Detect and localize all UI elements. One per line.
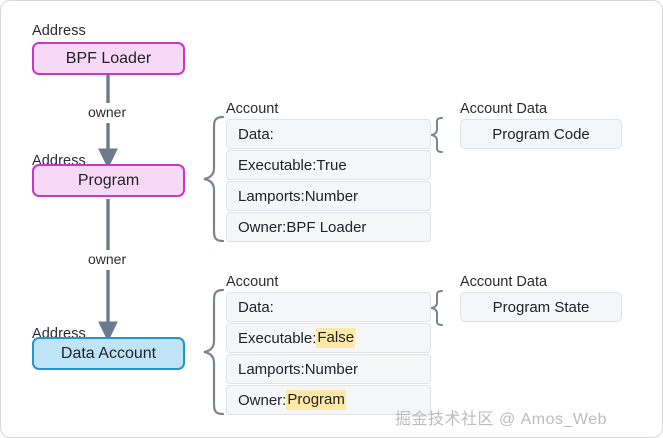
edge-label-owner-1: owner [84, 104, 131, 120]
address-label-bpf-loader: Address [32, 23, 86, 39]
row-key: Owner: [238, 218, 287, 236]
row-key: Lamports: [238, 360, 305, 378]
brace-account-1 [203, 115, 225, 243]
row-value: Number [304, 360, 359, 378]
brace-account-data-1 [428, 117, 443, 153]
account-data-label: Program Code [492, 125, 590, 143]
node-bpf-loader[interactable]: BPF Loader [32, 42, 185, 75]
row-key: Executable: [238, 329, 317, 347]
table-row[interactable]: Lamports: Number [226, 181, 431, 211]
table-row[interactable]: Owner:Program [226, 385, 431, 415]
brace-account-2 [203, 288, 225, 416]
node-program[interactable]: Program [32, 164, 185, 197]
table-row[interactable]: Executable: True [226, 150, 431, 180]
account-data-box-program-code[interactable]: Program Code [460, 119, 622, 149]
brace-account-data-2 [428, 290, 443, 326]
row-key: Owner: [238, 391, 287, 409]
account-data-group-label-2: Account Data [460, 274, 548, 290]
row-value: Number [304, 187, 359, 205]
node-bpf-loader-label: BPF Loader [65, 49, 152, 67]
edge-label-owner-2: owner [84, 251, 131, 267]
table-row[interactable]: Executable:False [226, 323, 431, 353]
row-key: Data: [238, 125, 274, 143]
row-key: Lamports: [238, 187, 305, 205]
account-data-box-program-state[interactable]: Program State [460, 292, 622, 322]
row-key: Executable: [238, 156, 317, 174]
table-row[interactable]: Data: [226, 292, 431, 322]
node-program-label: Program [77, 171, 140, 189]
account-group-label-2: Account [226, 274, 279, 290]
account-group-label-1: Account [226, 101, 279, 117]
node-data-account[interactable]: Data Account [32, 337, 185, 370]
node-data-account-label: Data Account [60, 344, 157, 362]
row-value: False [316, 328, 356, 348]
row-value: True [316, 156, 347, 174]
table-row[interactable]: Data: [226, 119, 431, 149]
table-row[interactable]: Lamports: Number [226, 354, 431, 384]
watermark: 掘金技术社区 @ Amos_Web [395, 411, 608, 428]
table-row[interactable]: Owner: BPF Loader [226, 212, 431, 242]
row-key: Data: [238, 298, 274, 316]
account-data-label: Program State [492, 298, 590, 316]
account-data-group-label-1: Account Data [460, 101, 548, 117]
row-value: Program [286, 390, 346, 410]
row-value: BPF Loader [286, 218, 367, 236]
